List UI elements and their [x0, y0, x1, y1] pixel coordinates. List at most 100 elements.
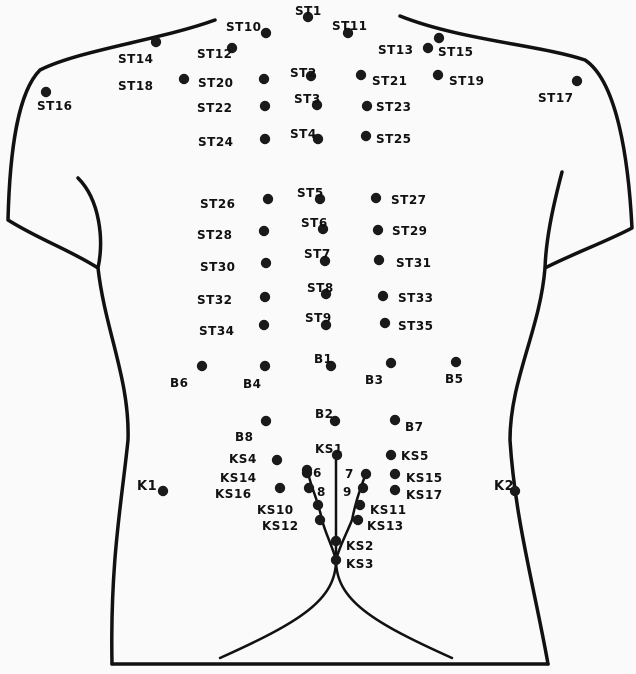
buttocks-cleft — [220, 560, 452, 658]
acupoint-dot-7 — [361, 469, 371, 479]
acupoint-label-st29: ST29 — [392, 224, 428, 238]
acupoint-label-st6: ST6 — [301, 216, 328, 230]
acupoint-dot-b7 — [390, 415, 400, 425]
acupoint-label-st28: ST28 — [197, 228, 233, 242]
acupoint-label-st19: ST19 — [449, 74, 485, 88]
acupoint-label-st1: ST1 — [295, 4, 322, 18]
acupoint-label-k2: K2 — [494, 479, 514, 494]
acupoint-label-st31: ST31 — [396, 256, 432, 270]
acupoint-dot-st25 — [361, 131, 371, 141]
acupoint-dot-st17 — [572, 76, 582, 86]
acupoint-dot-ks3 — [331, 555, 341, 565]
acupoint-label-st10: ST10 — [226, 20, 262, 34]
acupoint-dot-st23 — [362, 101, 372, 111]
acupoint-label-st7: ST7 — [304, 247, 331, 261]
acupoint-label-st34: ST34 — [199, 324, 235, 338]
acupoint-label-ks10: KS10 — [257, 503, 294, 517]
acupoint-label-st27: ST27 — [391, 193, 427, 207]
acupoint-label-ks12: KS12 — [262, 519, 299, 533]
acupoint-label-b3: B3 — [365, 373, 384, 387]
acupoint-dot-st27 — [371, 193, 381, 203]
acupoint-label-ks16: KS16 — [215, 487, 252, 501]
acupoint-dot-ks11 — [355, 500, 365, 510]
acupoint-dot-ks13 — [353, 515, 363, 525]
acupoint-dot-st32 — [260, 292, 270, 302]
acupoint-dot-9 — [358, 483, 368, 493]
acupoint-dot-st34 — [259, 320, 269, 330]
acupoint-dot-ks12 — [315, 515, 325, 525]
acupoint-dot-b3 — [386, 358, 396, 368]
acupoint-label-st23: ST23 — [376, 100, 412, 114]
acupoint-dot-st16 — [41, 87, 51, 97]
right-arm-crease — [545, 172, 562, 268]
acupoint-label-st12: ST12 — [197, 47, 233, 61]
acupoint-label-st35: ST35 — [398, 319, 434, 333]
acupoint-dot-ks5 — [386, 450, 396, 460]
acupoint-dot-st33 — [378, 291, 388, 301]
acupoint-dot-ks2 — [331, 536, 341, 546]
acupoint-label-st11: ST11 — [332, 19, 368, 33]
acupoint-dot-st24 — [260, 134, 270, 144]
acupoint-dot-ks4 — [272, 455, 282, 465]
acupoint-label-ks1: KS1 — [315, 442, 343, 456]
acupoint-label-b4: B4 — [243, 377, 262, 391]
acupoint-dot-b4 — [260, 361, 270, 371]
acupoint-dot-st35 — [380, 318, 390, 328]
acupoint-label-st13: ST13 — [378, 43, 414, 57]
acupoint-label-ks5: KS5 — [401, 449, 429, 463]
acupoint-label-st5: ST5 — [297, 186, 324, 200]
acupoint-dot-st26 — [263, 194, 273, 204]
acupoint-label-st8: ST8 — [307, 281, 334, 295]
acupoint-label-st21: ST21 — [372, 74, 408, 88]
acupoint-label-st25: ST25 — [376, 132, 412, 146]
acupoint-label-b1: B1 — [314, 352, 333, 366]
acupoint-label-7: 7 — [345, 467, 354, 481]
acupoint-label-st14: ST14 — [118, 52, 154, 66]
acupoint-label-ks4: KS4 — [229, 452, 257, 466]
acupoint-dot-8 — [304, 483, 314, 493]
acupoint-label-b7: B7 — [405, 420, 424, 434]
acupoint-dot-st13 — [423, 43, 433, 53]
acupoint-label-st18: ST18 — [118, 79, 154, 93]
acupoint-label-st33: ST33 — [398, 291, 434, 305]
acupoint-dot-st10 — [261, 28, 271, 38]
acupoint-label-st15: ST15 — [438, 45, 474, 59]
acupoint-label-ks11: KS11 — [370, 503, 407, 517]
acupoint-dot-ks15 — [390, 469, 400, 479]
acupoint-label-st2: ST2 — [290, 66, 317, 80]
acupoint-label-b6: B6 — [170, 376, 189, 390]
acupoint-label-6: 6 — [313, 466, 322, 480]
acupoint-label-ks13: KS13 — [367, 519, 404, 533]
acupoint-dot-st31 — [374, 255, 384, 265]
acupoint-label-st32: ST32 — [197, 293, 233, 307]
acupoint-label-st17: ST17 — [538, 91, 574, 105]
acupoint-label-ks2: KS2 — [346, 539, 374, 553]
acupoint-label-st20: ST20 — [198, 76, 234, 90]
acupoint-dot-st30 — [261, 258, 271, 268]
acupoint-dot-st22 — [260, 101, 270, 111]
acupoint-label-8: 8 — [317, 485, 326, 499]
acupoint-label-st4: ST4 — [290, 127, 317, 141]
acupoint-label-ks15: KS15 — [406, 471, 443, 485]
acupoint-label-st22: ST22 — [197, 101, 233, 115]
acupoint-label-st30: ST30 — [200, 260, 236, 274]
acupoint-dot-st20 — [259, 74, 269, 84]
acupoint-label-b5: B5 — [445, 372, 464, 386]
acupoint-dot-st14 — [151, 37, 161, 47]
outline-right — [400, 16, 632, 664]
acupoint-dot-st18 — [179, 74, 189, 84]
acupoint-label-b2: B2 — [315, 407, 334, 421]
acupoint-label-ks3: KS3 — [346, 557, 374, 571]
acupoint-dot-ks16 — [275, 483, 285, 493]
acupoint-dot-ks10 — [313, 500, 323, 510]
acupoint-label-st16: ST16 — [37, 99, 73, 113]
acupoint-dot-k1 — [158, 486, 168, 496]
left-arm-crease — [78, 178, 101, 268]
acupoint-label-9: 9 — [343, 485, 352, 499]
acupoint-dot-b8 — [261, 416, 271, 426]
acupoint-dot-st19 — [433, 70, 443, 80]
acupoint-label-st24: ST24 — [198, 135, 234, 149]
